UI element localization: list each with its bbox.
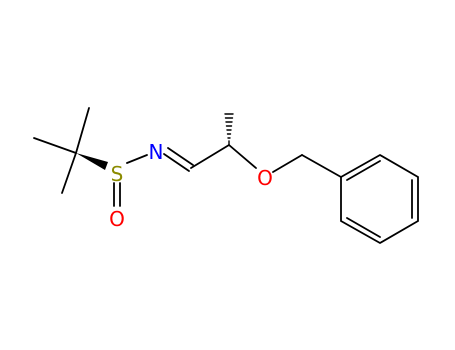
imine-double-bond-b	[167, 147, 194, 166]
chiral-carbon-oxygen-bond	[228, 144, 257, 169]
ether-oxygen-atom-label: O	[257, 166, 273, 190]
sulfur-atom-label: S	[111, 162, 124, 186]
benzene-inner-bond-1	[346, 160, 381, 181]
benzene-inner-bond-3	[346, 217, 381, 238]
tbutyl-methyl-bottom-bond	[61, 152, 77, 194]
sulfinyl-oxygen-atom-label: O	[109, 207, 125, 231]
benzyl-phenyl-bond	[301, 154, 342, 178]
oxygen-benzyl-carbon-bond	[272, 154, 303, 173]
bonds	[33, 107, 419, 245]
tbutyl-sulfur-wedge-bond	[76, 153, 108, 170]
sulfur-nitrogen-bond	[126, 154, 148, 164]
imine-carbon-chiral-carbon-bond	[190, 144, 230, 169]
benzene-ring	[340, 153, 419, 245]
chiral-methyl-hashed-bond	[224, 113, 234, 146]
tbutyl-methyl-left-bond	[33, 137, 77, 154]
nitrogen-atom-label: N	[149, 140, 164, 164]
tbutyl-methyl-top-bond	[75, 107, 90, 154]
imine-double-bond-a	[163, 153, 190, 172]
